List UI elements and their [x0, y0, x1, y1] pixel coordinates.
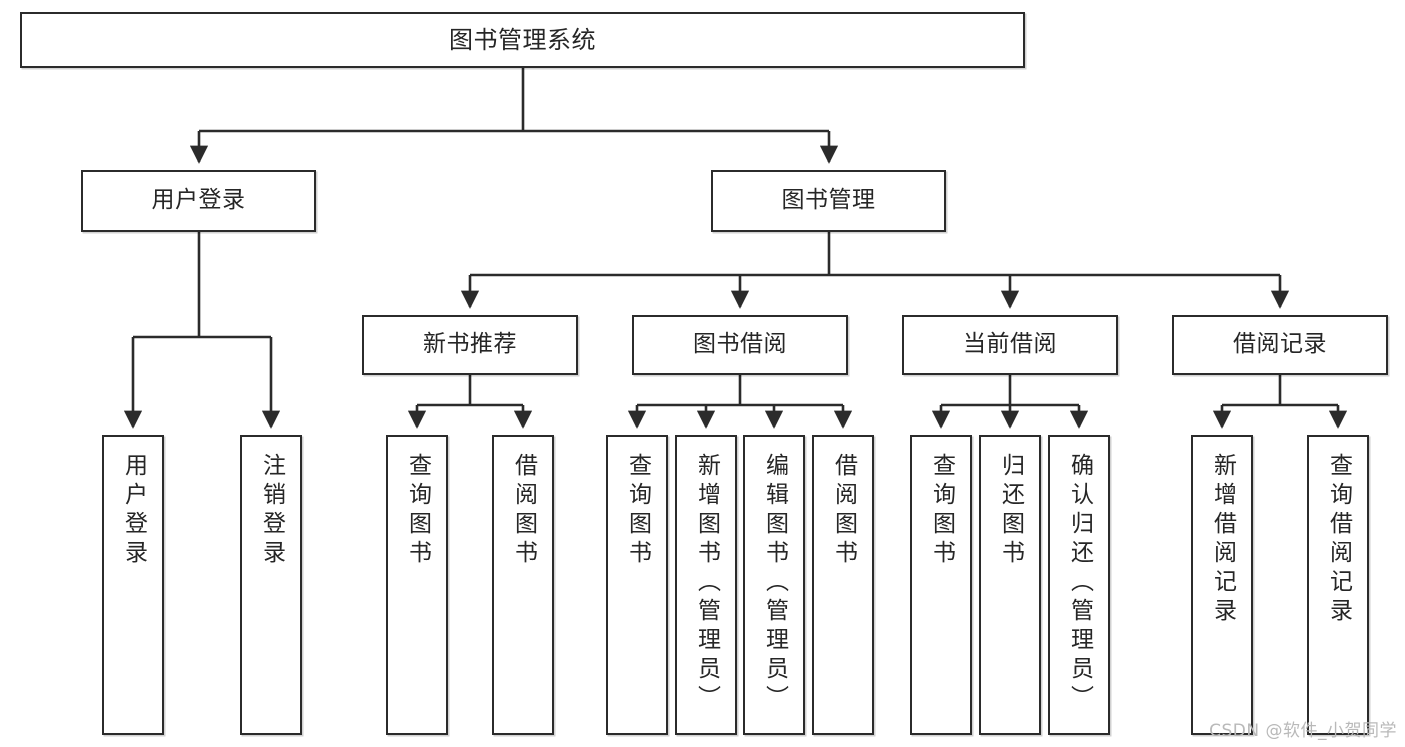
node-leaf-query-book-1[interactable]: 查询图书	[386, 435, 448, 735]
node-label: 编辑图书（管理员）	[761, 453, 788, 714]
node-leaf-borrow-book-1[interactable]: 借阅图书	[492, 435, 554, 735]
node-label: 用户登录	[120, 453, 147, 569]
node-label: 当前借阅	[963, 331, 1057, 358]
node-label: 确认归还（管理员）	[1066, 453, 1093, 714]
node-label: 借阅图书	[830, 453, 857, 569]
node-new-book-recommend[interactable]: 新书推荐	[362, 315, 578, 375]
node-label: 图书管理	[781, 187, 876, 214]
node-label: 借阅图书	[510, 453, 537, 569]
node-leaf-user-logout[interactable]: 注销登录	[240, 435, 302, 735]
node-label: 新增图书（管理员）	[693, 453, 720, 714]
node-leaf-query-book-2[interactable]: 查询图书	[606, 435, 668, 735]
node-leaf-borrow-book-2[interactable]: 借阅图书	[812, 435, 874, 735]
node-user-login[interactable]: 用户登录	[81, 170, 316, 232]
node-root-book-management-system[interactable]: 图书管理系统	[20, 12, 1025, 68]
node-label: 查询图书	[624, 453, 651, 569]
node-label: 图书管理系统	[449, 25, 596, 54]
node-label: 查询借阅记录	[1325, 453, 1352, 627]
node-leaf-edit-book[interactable]: 编辑图书（管理员）	[743, 435, 805, 735]
node-label: 注销登录	[258, 453, 285, 569]
node-label: 新增借阅记录	[1209, 453, 1236, 627]
node-leaf-return-book[interactable]: 归还图书	[979, 435, 1041, 735]
node-leaf-user-login[interactable]: 用户登录	[102, 435, 164, 735]
node-leaf-query-book-3[interactable]: 查询图书	[910, 435, 972, 735]
node-label: 借阅记录	[1233, 331, 1327, 358]
node-borrow-record[interactable]: 借阅记录	[1172, 315, 1388, 375]
node-book-borrow[interactable]: 图书借阅	[632, 315, 848, 375]
watermark-text: CSDN @软件_小贺同学	[1209, 721, 1397, 741]
node-label: 归还图书	[997, 453, 1024, 569]
node-leaf-add-book[interactable]: 新增图书（管理员）	[675, 435, 737, 735]
node-leaf-confirm-return[interactable]: 确认归还（管理员）	[1048, 435, 1110, 735]
node-current-borrow[interactable]: 当前借阅	[902, 315, 1118, 375]
node-label: 查询图书	[404, 453, 431, 569]
node-label: 查询图书	[928, 453, 955, 569]
node-label: 用户登录	[151, 187, 246, 214]
node-leaf-add-record[interactable]: 新增借阅记录	[1191, 435, 1253, 735]
node-label: 新书推荐	[423, 331, 517, 358]
node-book-manage[interactable]: 图书管理	[711, 170, 946, 232]
node-leaf-query-record[interactable]: 查询借阅记录	[1307, 435, 1369, 735]
node-label: 图书借阅	[693, 331, 787, 358]
